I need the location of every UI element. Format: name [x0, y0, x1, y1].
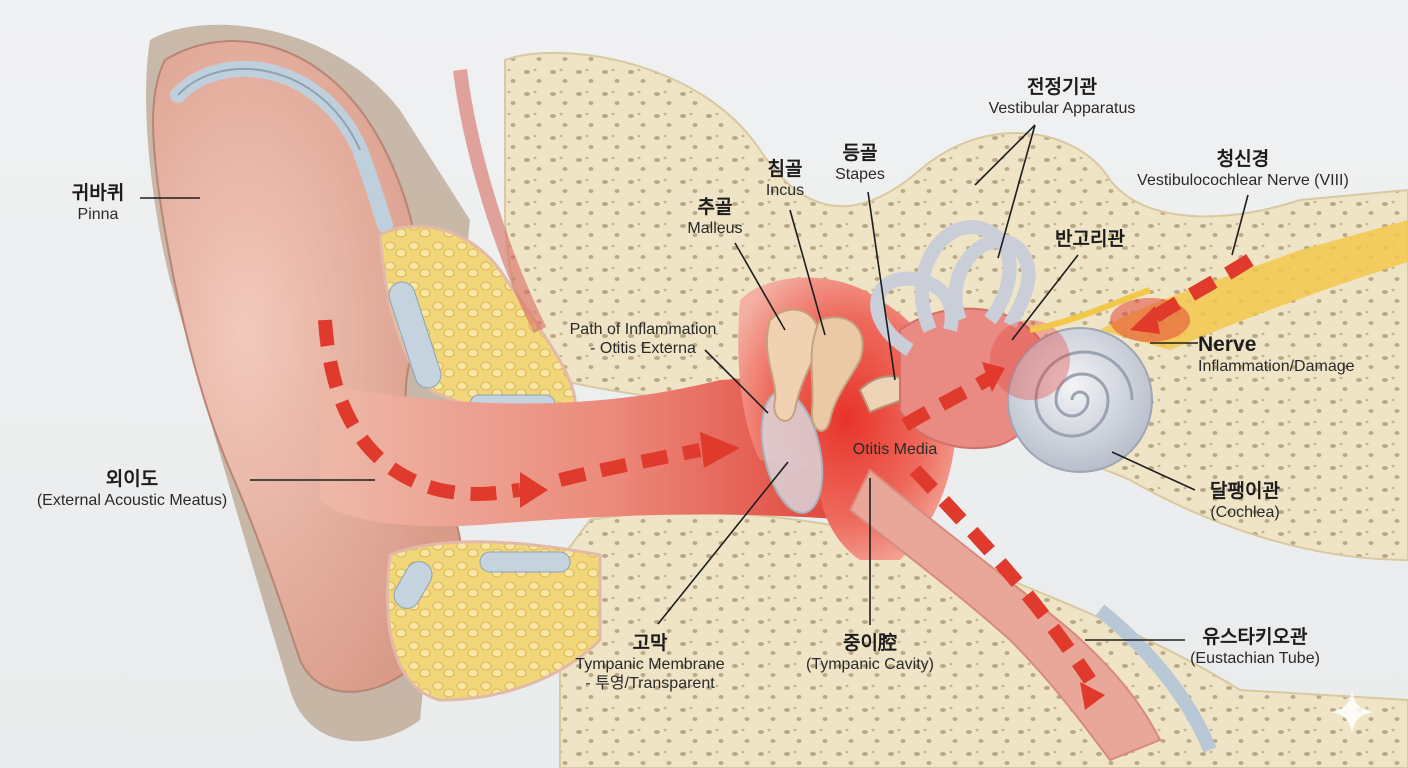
- semicircular-ko: 반고리관: [1055, 228, 1125, 250]
- label-tympanic-cavity: 중이腔 (Tympanic Cavity): [785, 632, 955, 674]
- semicircular-canals: [870, 220, 1036, 356]
- nerve-viii-ko: 청신경: [1216, 148, 1270, 170]
- tympanic-cavity-ko: 중이腔: [843, 632, 897, 654]
- inflammation-path: [318, 254, 1254, 684]
- nerve-inflammation-en: Inflammation/Damage: [1198, 358, 1355, 376]
- label-semicircular: 반고리관: [1040, 228, 1140, 251]
- label-otitis-externa: Path of Inflammation - Otitis Externa: [548, 320, 738, 358]
- external-meatus-ko: 외이도: [105, 468, 159, 490]
- external-meatus-en: (External Acoustic Meatus): [36, 491, 228, 509]
- otitis-media-en: Otitis Media: [852, 441, 938, 458]
- pinna-ko: 귀바퀴: [71, 182, 125, 204]
- leader-lines: [140, 124, 1249, 641]
- eustachian-ko: 유스타키오관: [1202, 626, 1308, 648]
- incus-shape: [810, 316, 864, 432]
- malleus-ko: 추골: [697, 196, 733, 218]
- tympanic-membrane-line1: Tympanic Membrane: [575, 655, 725, 673]
- label-incus: 침골 Incus: [745, 158, 825, 200]
- vestibular-ko: 전정기관: [1027, 76, 1097, 98]
- label-eustachian: 유스타키오관 (Eustachian Tube): [1170, 626, 1340, 668]
- tympanic-membrane-ko: 고막: [632, 632, 668, 654]
- label-vestibular: 전정기관 Vestibular Apparatus: [962, 76, 1162, 118]
- incus-ko: 침골: [767, 158, 803, 180]
- stapes-ko: 등골: [842, 142, 878, 164]
- nerve-inflammation-title: Nerve: [1198, 333, 1257, 356]
- label-nerve-inflammation: Nerve Inflammation/Damage: [1198, 332, 1398, 376]
- malleus-shape: [765, 308, 822, 422]
- sparkle-icon: [1330, 690, 1374, 734]
- otitis-externa-line1: Path of Inflammation: [569, 321, 717, 338]
- malleus-en: Malleus: [687, 219, 743, 237]
- cochlea-ko: 달팽이관: [1210, 480, 1280, 502]
- eustachian-en: (Eustachian Tube): [1190, 649, 1320, 667]
- incus-en: Incus: [765, 181, 805, 199]
- label-stapes: 등골 Stapes: [820, 142, 900, 184]
- label-otitis-media: Otitis Media: [830, 440, 960, 459]
- otitis-externa-line2: - Otitis Externa: [590, 340, 696, 358]
- tympanic-cavity-en: (Tympanic Cavity): [805, 655, 935, 673]
- label-external-meatus: 외이도 (External Acoustic Meatus): [14, 468, 250, 510]
- nerve-viii-en: Vestibulocochlear Nerve (VIII): [1137, 171, 1349, 189]
- label-malleus: 추골 Malleus: [670, 196, 760, 238]
- stapes-en: Stapes: [835, 165, 885, 183]
- cochlea-en: (Cochlea): [1210, 503, 1280, 521]
- pinna-en: Pinna: [77, 205, 119, 223]
- label-tympanic-membrane: 고막 Tympanic Membrane - 투영/Transparent: [555, 632, 745, 693]
- label-pinna: 귀바퀴 Pinna: [48, 182, 148, 224]
- tympanic-membrane-line2: - 투영/Transparent: [585, 674, 715, 692]
- label-nerve-viii: 청신경 Vestibulocochlear Nerve (VIII): [1108, 148, 1378, 190]
- label-cochlea: 달팽이관 (Cochlea): [1190, 480, 1300, 522]
- vestibular-en: Vestibular Apparatus: [988, 99, 1136, 117]
